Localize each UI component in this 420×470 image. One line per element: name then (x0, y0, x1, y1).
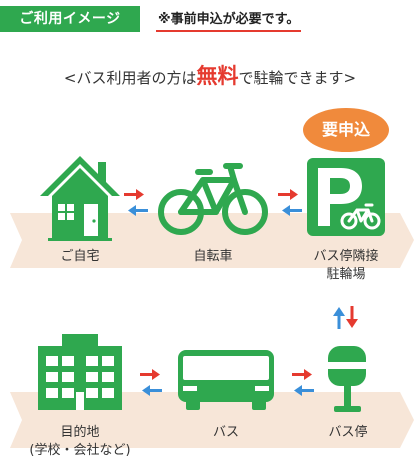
headline: <バス利用者の方は無料で駐輪できます> (0, 60, 420, 90)
bus-label: バス (212, 425, 239, 440)
registration-notice: ※事前申込が必要です。 (156, 8, 302, 32)
parking-label: バス停隣接 駐輪場 (300, 248, 392, 284)
apply-required-badge: 要申込 (303, 108, 389, 152)
home-label: ご自宅 (60, 249, 100, 264)
parking-label-line1: バス停隣接 (313, 249, 379, 264)
headline-free: 無料 (196, 64, 239, 88)
bus-stop-label: バス停 (328, 425, 368, 440)
destination-label-line1: 目的地 (60, 425, 100, 440)
headline-prefix: <バス利用者の方は (63, 69, 197, 87)
bicycle-label: 自転車 (193, 249, 233, 264)
destination-label: 目的地 (学校・会社など) (20, 424, 140, 460)
headline-suffix: で駐輪できます> (238, 69, 357, 87)
parking-label-line2: 駐輪場 (326, 267, 366, 282)
section-tag: ご利用イメージ (0, 6, 140, 32)
destination-label-line2: (学校・会社など) (29, 443, 131, 458)
